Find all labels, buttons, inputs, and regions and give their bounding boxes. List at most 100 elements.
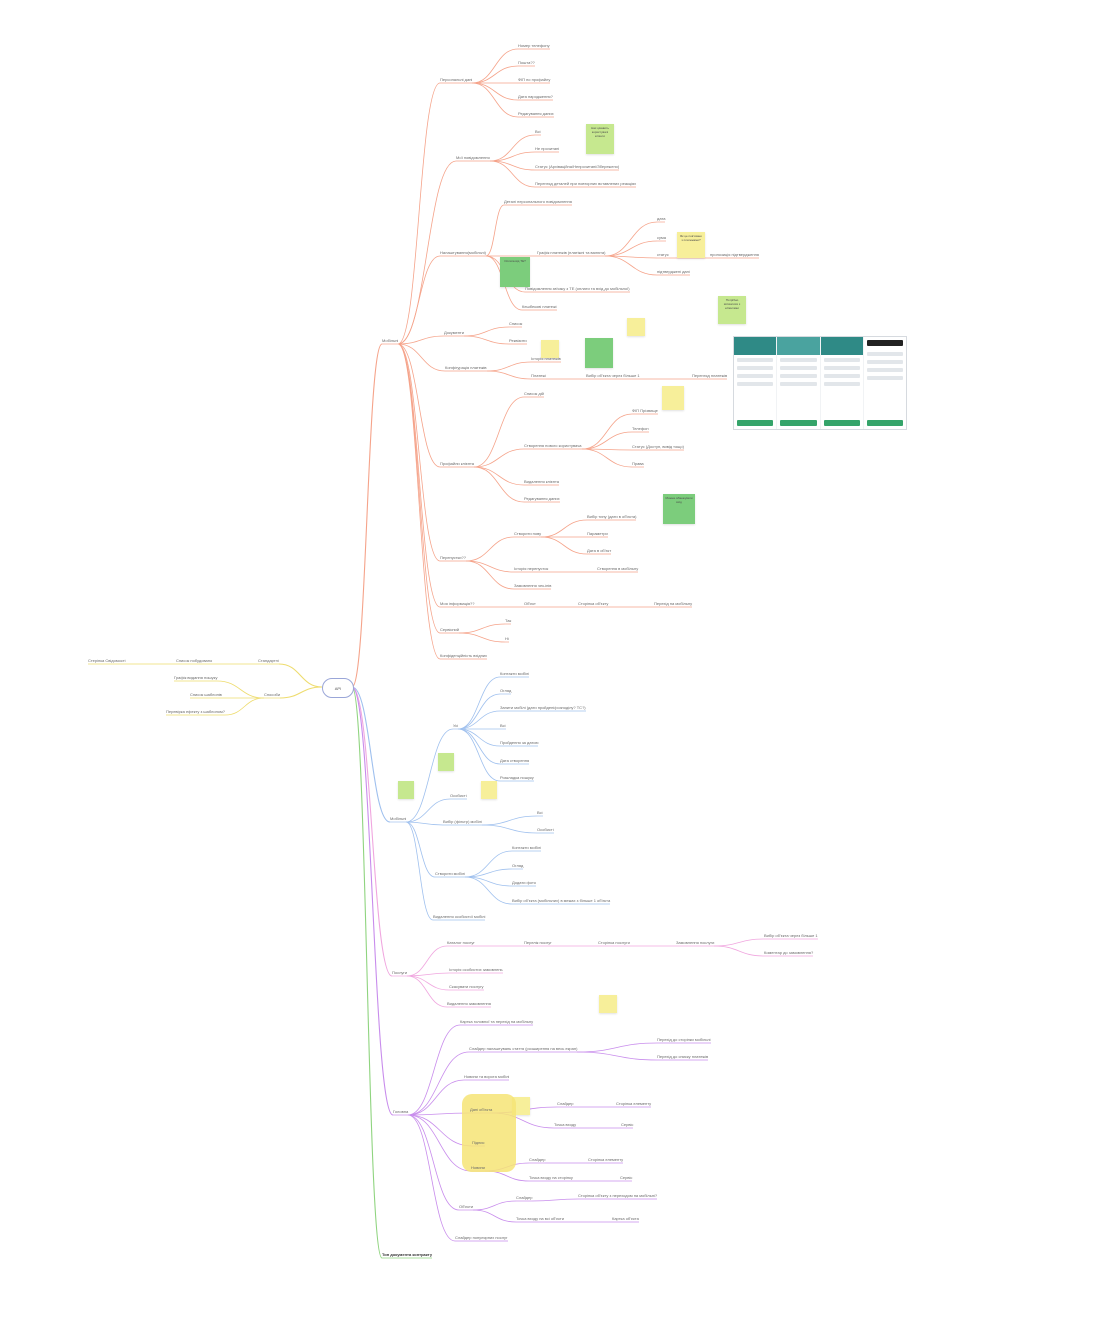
mindmap-node-v3[interactable]: Новини та ворота мобілі (464, 1074, 510, 1079)
mindmap-node-b1-1[interactable]: Контакти мобілі (500, 671, 530, 676)
mindmap-node-v7-2a[interactable]: Картка об'єкта (612, 1216, 639, 1221)
mindmap-node-o1-4[interactable]: Дата народження? (518, 94, 553, 99)
sticky-note[interactable] (398, 781, 414, 799)
mindmap-node-o1-1[interactable]: Номер телефону (518, 43, 550, 48)
mindmap-node-v6[interactable]: Новини (471, 1165, 485, 1170)
mindmap-node-o9[interactable]: Сервісний (440, 627, 460, 632)
mindmap-node-v6-2[interactable]: Точка входу на сторінку (529, 1175, 573, 1180)
sticky-note[interactable] (481, 781, 497, 799)
mindmap-node-o9-2[interactable]: Ні (505, 636, 509, 641)
mindmap-node-o7-1c[interactable]: Дата в об'єкт (587, 548, 612, 553)
mindmap-node-left-5[interactable]: Список шаблонів (190, 692, 222, 697)
mindmap-node-o-main[interactable]: Мобільні (382, 338, 399, 343)
mindmap-node-o1-2[interactable]: Пошта?? (518, 60, 535, 65)
mindmap-node-v6-2a[interactable]: Сервіс (620, 1175, 633, 1180)
sticky-note[interactable]: Потрібно зв'язатися з клієнтами (718, 296, 746, 324)
mindmap-node-o5[interactable]: Конфігурація платежів (445, 365, 487, 370)
sticky-note[interactable] (599, 995, 617, 1013)
sticky-note[interactable]: Оплата від ТЕ? (500, 257, 530, 287)
mindmap-node-b2[interactable]: Особисті (450, 793, 467, 798)
mindmap-node-o4-2[interactable]: Реквізити (509, 338, 527, 343)
mindmap-node-b1-4[interactable]: Всі (500, 723, 506, 728)
mindmap-node-o9-1[interactable]: Так (505, 618, 512, 623)
mindmap-node-left-2[interactable]: Стандартні (258, 658, 279, 663)
mindmap-node-o8-3[interactable]: Перехід на мобільну (654, 601, 693, 606)
mindmap-node-b4-3[interactable]: Додати фото (512, 880, 536, 885)
mindmap-node-left-1[interactable]: Список побудовано (176, 658, 213, 663)
mindmap-node-v4[interactable]: Дані об'єкта (470, 1107, 493, 1112)
mindmap-node-b4-4[interactable]: Вибір об'єкта (мобільних) в межах з біль… (512, 898, 611, 903)
mindmap-node-o3-2[interactable]: Графік платежів (платіжні та валюта) (537, 250, 606, 255)
mindmap-node-b1-5[interactable]: Пройдення за датою (500, 740, 539, 745)
mindmap-node-b3[interactable]: Вибір (фільтр) мобілі (443, 819, 482, 824)
mindmap-node-v7-2[interactable]: Точка входу на всі об'єкти (516, 1216, 564, 1221)
sticky-note[interactable] (512, 1097, 530, 1115)
mindmap-node-v4-2a[interactable]: Сервіс (621, 1122, 634, 1127)
root-node[interactable]: API (322, 678, 354, 698)
mindmap-node-o2-2[interactable]: Не прочитані (535, 146, 560, 151)
mindmap-node-o3-2b[interactable]: сума (657, 235, 666, 240)
mindmap-node-p3[interactable]: Скасувати послугу (449, 984, 484, 989)
mindmap-node-o1-5[interactable]: Редагування даних (518, 111, 554, 116)
mindmap-node-o6-1[interactable]: Список дій (524, 391, 544, 396)
mindmap-node-o6[interactable]: Профайли клієнта (440, 461, 475, 466)
mindmap-node-p1-3[interactable]: Замовлення послуги (676, 940, 715, 945)
mindmap-node-left-4[interactable]: Способи (264, 692, 281, 697)
mindmap-node-o3-2a[interactable]: дата (657, 216, 666, 221)
mindmap-node-o6-2[interactable]: Створення нового користувача (524, 443, 582, 448)
mindmap-node-v4-2[interactable]: Точка входу (554, 1122, 577, 1127)
mindmap-node-o10[interactable]: Конфіденційність вхідних (440, 653, 488, 658)
mindmap-node-v8[interactable]: Слайдер популярних послуг (455, 1235, 508, 1240)
mindmap-node-p1-3b[interactable]: Коментар до замовлення? (764, 950, 814, 955)
mindmap-node-o7[interactable]: Перепустки?? (440, 555, 466, 560)
mindmap-node-v6-1a[interactable]: Сторінка елементу (588, 1157, 624, 1162)
mindmap-node-o6-2c[interactable]: Статус (Доступ, вивід тощо) (632, 444, 684, 449)
mindmap-node-o3-3[interactable]: Повідомлення зв'язку з ТЕ (оплати та вхі… (525, 286, 630, 291)
mindmap-node-o5-2[interactable]: Платежі (531, 373, 546, 378)
mindmap-node-b4-1[interactable]: Контакти мобілі (512, 845, 542, 850)
mindmap-node-v7-1[interactable]: Слайдер (516, 1195, 533, 1200)
mindmap-node-o6-2d[interactable]: Права (632, 461, 644, 466)
mindmap-node-o4[interactable]: Документи (444, 330, 464, 335)
mindmap-node-o5-1[interactable]: Історія платежів (531, 356, 561, 361)
mindmap-node-o3-2d[interactable]: підтверджені дані (657, 269, 690, 274)
mindmap-node-v2-2[interactable]: Перехід до списку платежів (657, 1054, 709, 1059)
mindmap-node-o8[interactable]: Моя інформація?? (440, 601, 475, 606)
mindmap-node-o5-4[interactable]: Перегляд платежів (692, 373, 728, 378)
mindmap-node-b3-1[interactable]: Всі (537, 810, 543, 815)
mindmap-node-o7-2[interactable]: Історія перепусток (514, 566, 549, 571)
mindmap-node-left-6[interactable]: Перевірка ефекту з шаблоном? (166, 709, 225, 714)
mindmap-node-v2[interactable]: Слайдер налаштувань стаття (розширення н… (469, 1046, 578, 1051)
sticky-note[interactable] (438, 753, 454, 771)
mindmap-node-o1[interactable]: Персональні дані (440, 77, 473, 82)
mindmap-node-v4-1a[interactable]: Сторінка елементу (616, 1101, 652, 1106)
mindmap-node-v4-1[interactable]: Слайдер (557, 1101, 574, 1106)
mindmap-node-p1-1[interactable]: Перелік послуг (524, 940, 552, 945)
sticky-note[interactable]: Можна обмежувати вхід (663, 494, 695, 524)
mindmap-node-o3-1[interactable]: Деталі персонального повідомлення (504, 199, 572, 204)
mindmap-node-o3[interactable]: Налаштування(мобільні) (440, 250, 486, 255)
sticky-note[interactable] (662, 386, 684, 410)
mindmap-node-o7-3[interactable]: Замовлення чек-інів (514, 583, 552, 588)
mindmap-node-b3-2[interactable]: Особисті (537, 827, 554, 832)
mindmap-node-o2-3[interactable]: Статус (Архіваційна/Непрочитані/Збережен… (535, 164, 620, 169)
mindmap-node-v7[interactable]: Об'єкти (459, 1204, 474, 1209)
mindmap-node-o7-1[interactable]: Створити нову (514, 531, 542, 536)
embedded-app-screenshot[interactable] (733, 336, 907, 430)
mindmap-node-o6-2b[interactable]: Телефон (632, 426, 649, 431)
mindmap-node-o8-1[interactable]: Об'єкт (524, 601, 536, 606)
sticky-note[interactable] (585, 338, 613, 368)
mindmap-node-b1-3[interactable]: Запити мобілі (дати пройдені/розподілу? … (500, 705, 586, 710)
mindmap-node-o2-4[interactable]: Перегляд деталей при повторних вставлени… (535, 181, 637, 186)
mindmap-node-p-main[interactable]: Послуги (392, 970, 408, 975)
mindmap-node-v6-1[interactable]: Слайдер (529, 1157, 546, 1162)
mindmap-node-g-main[interactable]: Тип документа контракту (382, 1252, 433, 1257)
mindmap-node-p1[interactable]: Каталог послуг (447, 940, 475, 945)
mindmap-node-o5-3[interactable]: Вибір об'єкта через більше 1 (586, 373, 640, 378)
mindmap-node-b1-2[interactable]: Огляд (500, 688, 512, 693)
mindmap-node-o7-2a[interactable]: Створення в мобільну (597, 566, 639, 571)
mindmap-node-p1-3a[interactable]: Вибір об'єкта через більше 1 (764, 933, 818, 938)
mindmap-node-o2-1[interactable]: Всі (535, 129, 541, 134)
mindmap-node-o1-3[interactable]: ФІП по профайлу (518, 77, 551, 82)
mindmap-node-v5[interactable]: Підпис (472, 1140, 485, 1145)
